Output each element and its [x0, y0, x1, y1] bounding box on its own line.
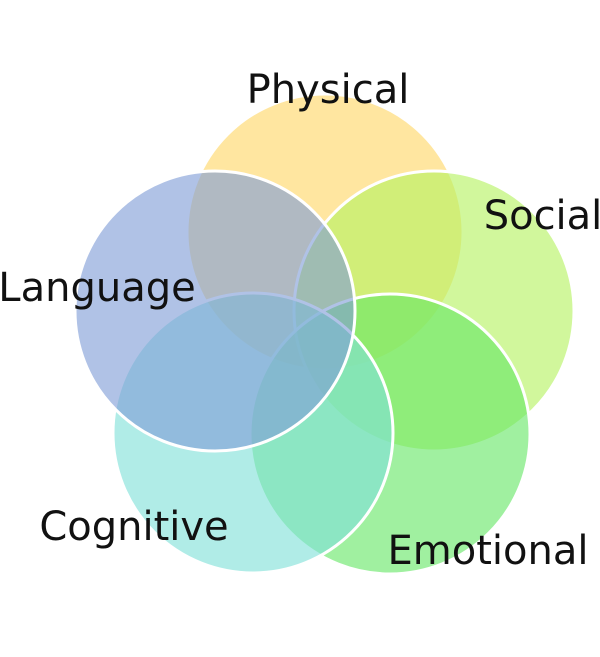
label-cognitive: Cognitive — [39, 504, 228, 550]
label-physical: Physical — [247, 67, 410, 113]
label-language: Language — [0, 265, 196, 311]
label-social: Social — [484, 193, 600, 239]
circle-language — [73, 169, 357, 453]
label-emotional: Emotional — [388, 528, 589, 574]
labels-layer: Physical Social Emotional Cognitive Lang… — [0, 67, 600, 574]
circles-layer — [73, 92, 576, 576]
